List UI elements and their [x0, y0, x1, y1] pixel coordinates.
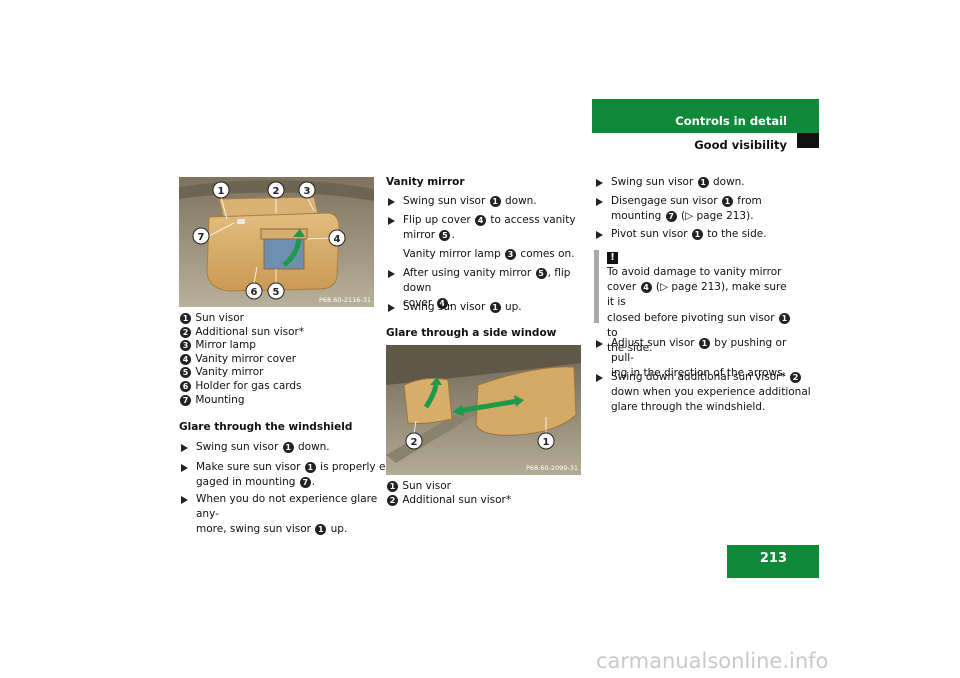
figure-code: P68.60-2116-31	[318, 295, 371, 304]
svg-text:2: 2	[411, 437, 418, 448]
callout-6: 6	[245, 266, 263, 300]
caution-note: ! To avoid damage to vanity mirror cover…	[594, 250, 794, 354]
callout-3: 3	[298, 181, 316, 212]
pivot-step-1: Swing sun visor 1 down.	[594, 175, 811, 190]
legend-item: 5 Vanity mirror	[179, 365, 304, 379]
legend-item: 6 Holder for gas cards	[179, 379, 304, 393]
page-number: 213	[759, 551, 787, 566]
legend-item: 4 Vanity mirror cover	[179, 352, 304, 366]
header-notch	[592, 133, 797, 148]
pivot-step-2: Disengage sun visor 1 from mounting 7 (▷…	[594, 194, 811, 224]
callout-1: 1	[212, 181, 230, 220]
legend-item: 2 Additional sun visor*	[179, 325, 304, 339]
svg-text:1: 1	[218, 186, 225, 197]
figure-code: P68.60-2099-31	[525, 463, 578, 472]
warning-icon: !	[607, 252, 618, 264]
callout-7: 7	[192, 222, 235, 245]
page-number-box: 213	[727, 545, 819, 578]
svg-text:3: 3	[304, 186, 311, 197]
vanity-step-3: After using vanity mirror 5, flip down c…	[386, 266, 598, 312]
windshield-step-2: Make sure sun visor 1 is properly en- ga…	[179, 460, 396, 490]
figure2-legend: 1 Sun visor 2 Additional sun visor*	[386, 479, 511, 506]
vanity-step-2: Flip up cover 4 to access vanity mirror …	[386, 213, 598, 243]
sun-visor-illustration: 1 2 3 4 5 6 7	[179, 177, 374, 307]
side-window-diagram: 2 1 P68.60-2099-31	[386, 345, 581, 475]
windshield-step-1: Swing sun visor 1 down.	[179, 440, 391, 455]
windshield-heading: Glare through the windshield	[179, 421, 353, 433]
legend-item: 1 Sun visor	[386, 479, 511, 493]
svg-text:7: 7	[198, 232, 205, 243]
side-window-heading: Glare through a side window	[386, 327, 557, 339]
section-title: Controls in detail	[675, 114, 787, 128]
callout-2: 2	[267, 181, 285, 213]
svg-text:5: 5	[273, 287, 280, 298]
subsection-title: Good visibility	[694, 138, 787, 152]
watermark: carmanualsonline.info	[596, 649, 829, 673]
side-window-illustration: 2 1	[386, 345, 581, 475]
figure1-legend: 1 Sun visor 2 Additional sun visor* 3 Mi…	[179, 311, 304, 406]
svg-text:1: 1	[543, 437, 550, 448]
section-header: Controls in detail	[592, 99, 819, 133]
legend-item: 7 Mounting	[179, 393, 304, 407]
svg-text:6: 6	[251, 287, 258, 298]
windshield-step-3: When you do not experience glare any- mo…	[179, 492, 396, 538]
adjust-step: Adjust sun visor 1 by pushing or pull- i…	[594, 336, 811, 382]
legend-item: 2 Additional sun visor*	[386, 493, 511, 507]
vanity-step-4: Swing sun visor 1 up.	[386, 300, 598, 315]
sun-visor-diagram: 1 2 3 4 5 6 7	[179, 177, 374, 307]
note-bar	[594, 250, 599, 323]
legend-item: 3 Mirror lamp	[179, 338, 304, 352]
pivot-step-3: Pivot sun visor 1 to the side.	[594, 227, 811, 242]
callout-4: 4	[306, 229, 346, 247]
legend-item: 1 Sun visor	[179, 311, 304, 325]
header-marker	[797, 133, 819, 148]
vanity-heading: Vanity mirror	[386, 176, 465, 188]
vanity-step-1: Swing sun visor 1 down.	[386, 194, 598, 209]
callout-5: 5	[267, 269, 285, 300]
note-text: To avoid damage to vanity mirror cover 4…	[607, 265, 792, 356]
additional-visor-step: Swing down additional sun visor* 2 down …	[594, 370, 811, 416]
callout-2: 2	[405, 420, 423, 450]
callout-1: 1	[537, 417, 555, 450]
vanity-lamp-note: Vanity mirror lamp 3 comes on.	[403, 248, 575, 260]
svg-text:4: 4	[334, 234, 341, 245]
svg-text:2: 2	[273, 186, 280, 197]
